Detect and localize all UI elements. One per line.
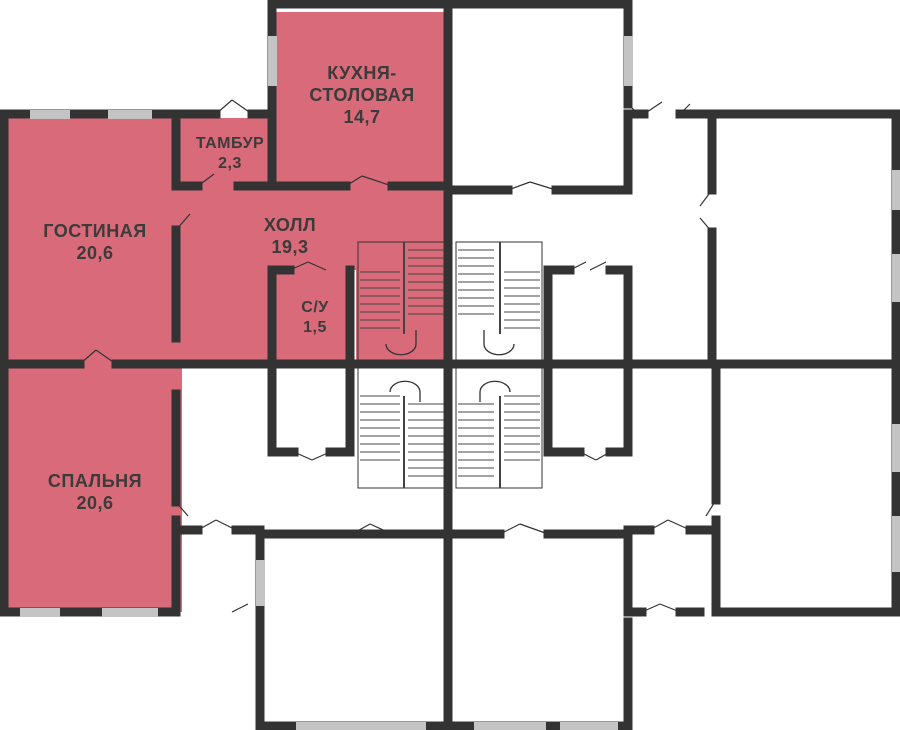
vestibule-name: ТАМБУР [195,135,265,152]
window-lower-left [256,560,265,606]
bedroom-fill [8,364,182,612]
window-right-1 [892,170,900,210]
living-fill [8,118,182,364]
window-right-4 [892,516,900,572]
kitchen-area: 14,7 [343,107,381,127]
bedroom-area: 20,6 [76,493,114,513]
stair-arrow-icon [385,330,515,402]
room-label-bedroom: СПАЛЬНЯ 20,6 [20,470,170,514]
window-bottom-2 [474,722,546,730]
hall-name: ХОЛЛ [263,215,317,235]
window-living-1 [30,110,70,119]
bedroom-name: СПАЛЬНЯ [47,471,143,491]
room-label-vestibule: ТАМБУР 2,3 [182,134,278,174]
window-kitchen [268,36,277,86]
kitchen-name-line1: КУХНЯ- [327,63,397,83]
bathroom-name: С/У [301,299,329,316]
room-label-kitchen: КУХНЯ- СТОЛОВАЯ 14,7 [292,62,432,128]
living-name: ГОСТИНАЯ [43,221,147,241]
window-bottom-1 [296,722,426,730]
staircase [357,241,543,489]
kitchen-name-line2: СТОЛОВАЯ [309,85,415,105]
door-swing-icon [79,99,717,613]
vestibule-area: 2,3 [218,155,242,172]
room-label-living: ГОСТИНАЯ 20,6 [20,220,170,264]
bathroom-fill [278,270,354,364]
window-bedroom-2 [102,608,158,617]
room-label-bathroom: С/У 1,5 [280,298,350,338]
window-right-3 [892,424,900,472]
window-bottom-3 [560,722,618,730]
window-right-2 [892,254,900,302]
hall-area: 19,3 [271,237,309,257]
vestibule-fill [178,118,270,190]
living-area: 20,6 [76,243,114,263]
window-living-2 [108,110,152,119]
kitchen-fill [276,12,448,192]
window-icon [20,36,900,730]
window-bedroom-1 [20,608,60,617]
stair-steps [360,242,540,488]
window-tr-top [624,36,633,86]
room-label-hall: ХОЛЛ 19,3 [240,214,340,258]
bathroom-area: 1,5 [303,319,327,336]
